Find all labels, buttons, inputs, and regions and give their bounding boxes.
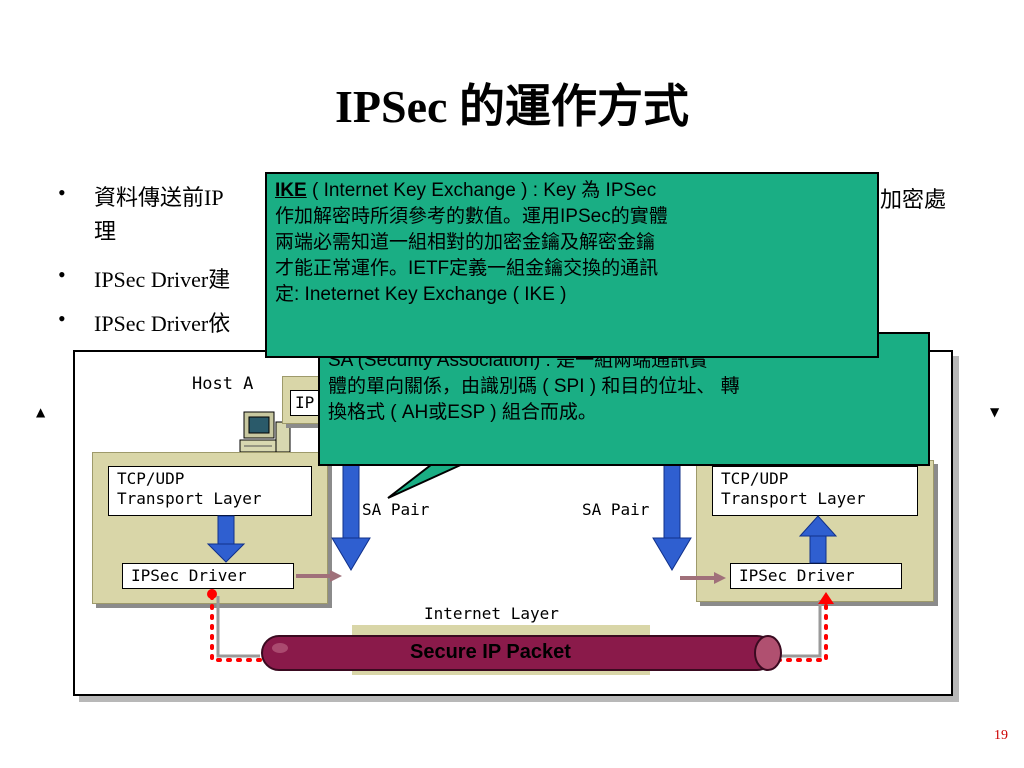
host-a-ip-label: IP — [290, 390, 320, 416]
right-transport-line2: Transport Layer — [721, 489, 866, 508]
ike-callout-line1: IKE ( Internet Key Exchange ) : Key 為 IP… — [275, 178, 869, 204]
left-transport-layer: TCP/UDP Transport Layer — [108, 466, 312, 516]
bullet-1-cont: 理 — [94, 214, 116, 246]
bullet-1-cont-text: 理 — [94, 219, 117, 244]
page-number: 19 — [994, 728, 1008, 743]
sa-pair-left-label: SA Pair — [362, 500, 430, 519]
ike-callout: IKE ( Internet Key Exchange ) : Key 為 IP… — [265, 172, 879, 358]
computer-icon — [239, 411, 291, 453]
left-ipsec-driver: IPSec Driver — [122, 563, 294, 589]
bullet-dot: • — [58, 306, 66, 331]
bullet-dot: • — [58, 262, 66, 287]
next-slide-icon[interactable]: ▼ — [990, 405, 1000, 419]
right-up-arrow — [798, 515, 838, 564]
sa-callout-line2: 體的單向關係，由識別碼 ( SPI ) 和目的位址、 轉 — [328, 376, 740, 397]
ike-callout-line5: 定: Ineternet Key Exchange ( IKE ) — [275, 284, 567, 305]
sa-pair-right-label: SA Pair — [582, 500, 650, 519]
ike-callout-line4: 才能正常運作。IETF定義一組金鑰交換的通訊 — [275, 258, 659, 279]
right-transport-line1: TCP/UDP — [721, 469, 789, 488]
left-transport-line2: Transport Layer — [117, 489, 262, 508]
ike-callout-line2: 作加解密時所須參考的數值。運用IPSec的實體 — [275, 206, 668, 227]
left-driver-connector — [296, 570, 342, 582]
sa-callout-line3: 換格式 ( AH或ESP ) 組合而成。 — [328, 402, 597, 423]
right-driver-connector — [680, 572, 726, 584]
secure-packet-label: Secure IP Packet — [410, 641, 571, 663]
slide-title: IPSec 的運作方式 — [335, 81, 689, 132]
secure-packet-tube — [261, 635, 782, 671]
ike-term: IKE — [275, 180, 307, 201]
ike-callout-line3: 兩端必需知道一組相對的加密金鑰及解密金鑰 — [275, 232, 656, 253]
right-transport-layer: TCP/UDP Transport Layer — [712, 466, 918, 516]
bullet-1-tail: 加密處 — [880, 182, 946, 214]
bullet-1-tail-text: 加密處 — [880, 187, 947, 212]
bullet-3-text: IPSec Driver依 — [94, 311, 231, 336]
bullet-2-text: IPSec Driver建 — [94, 267, 231, 292]
right-ipsec-driver: IPSec Driver — [730, 563, 902, 589]
bullet-dot: • — [58, 180, 66, 205]
bullet-1-text: 資料傳送前IP — [94, 185, 224, 210]
left-down-arrow — [206, 515, 246, 563]
prev-slide-icon[interactable]: ▲ — [36, 405, 46, 419]
ike-callout-line1-rest: ( Internet Key Exchange ) : Key 為 IPSec — [306, 180, 657, 201]
internet-layer-label: Internet Layer — [424, 604, 559, 623]
host-a-label: Host A — [192, 374, 254, 394]
left-transport-line1: TCP/UDP — [117, 469, 185, 488]
